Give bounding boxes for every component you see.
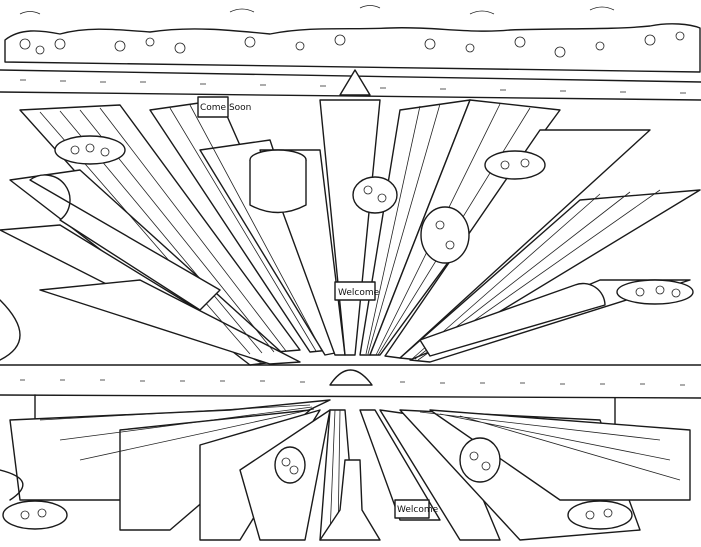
treeline	[4, 23, 701, 73]
top-sign-text: Come Soon	[200, 103, 251, 113]
center-sign	[334, 281, 376, 301]
bottom-sign-text: Welcome	[397, 505, 439, 515]
upper-buildings: Come Soon Welcome	[0, 69, 701, 366]
sky-band	[19, 5, 615, 15]
bottom-sign	[394, 499, 430, 519]
center-sign-text: Welcome	[338, 288, 380, 298]
top-sign	[197, 96, 229, 118]
lower-buildings: Welcome	[2, 399, 691, 541]
side-roads	[0, 299, 24, 501]
upper-road	[0, 69, 701, 101]
